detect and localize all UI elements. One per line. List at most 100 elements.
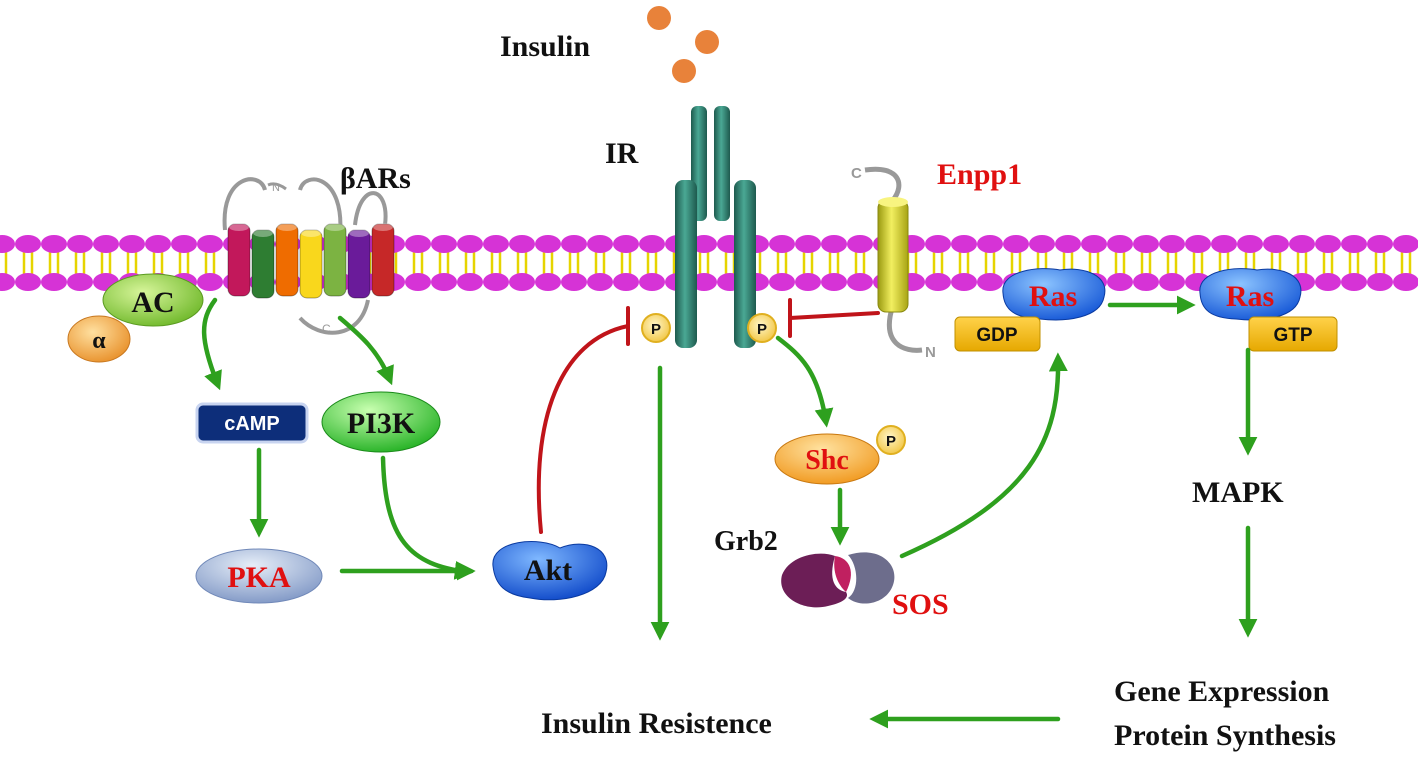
lipid-head — [509, 273, 535, 291]
lipid-head — [1237, 235, 1263, 253]
lipid-head — [535, 273, 561, 291]
lipid-head — [795, 235, 821, 253]
phospho-group: P — [641, 313, 671, 343]
enpp1-receptor — [864, 166, 923, 353]
lipid-head — [1003, 235, 1029, 253]
lipid-head — [1029, 235, 1055, 253]
insulin-label: Insulin — [500, 30, 590, 63]
svg-text:P: P — [757, 321, 767, 338]
receptor-helix-highlight — [277, 223, 297, 231]
lipid-head — [431, 235, 457, 253]
lipid-head — [951, 235, 977, 253]
receptor-helix-highlight — [349, 229, 369, 237]
lipid-head — [431, 273, 457, 291]
lipid-head — [1211, 235, 1237, 253]
receptor-helix — [347, 229, 371, 299]
grb2-sos-complex — [781, 552, 895, 608]
receptor-helix — [299, 229, 323, 299]
alpha-subunit-node — [67, 315, 131, 363]
receptor-helix-highlight — [301, 229, 321, 237]
lipid-head — [925, 273, 951, 291]
pka-node — [195, 548, 323, 604]
lipid-head — [93, 235, 119, 253]
receptor-helix-highlight — [253, 229, 273, 237]
akt-label: Akt — [524, 554, 572, 587]
lipid-head — [0, 273, 15, 291]
lipid-head — [1393, 273, 1418, 291]
ac-node — [102, 273, 204, 327]
lipid-head — [197, 235, 223, 253]
shc-node — [774, 433, 880, 485]
lipid-head — [1081, 235, 1107, 253]
inhibition-enpp1-to-ir — [788, 311, 880, 320]
lipid-head — [795, 273, 821, 291]
arrow-pi3k-to-akt — [380, 455, 474, 580]
ras-gdp-label: Ras — [1029, 280, 1077, 313]
arrow-betaar-to-pi3k — [337, 315, 394, 386]
phospho-group: P — [747, 313, 777, 343]
lipid-head — [847, 273, 873, 291]
lipid-head — [509, 235, 535, 253]
lipid-head — [1159, 273, 1185, 291]
lipid-head — [0, 235, 15, 253]
lipid-head — [67, 273, 93, 291]
lipid-head — [405, 235, 431, 253]
lipid-head — [535, 235, 561, 253]
inhibition-lines — [536, 298, 880, 534]
camp-label: cAMP — [224, 413, 280, 435]
receptor-helix — [251, 229, 275, 299]
mapk-label: MAPK — [1192, 476, 1284, 509]
gdp-tag — [954, 316, 1041, 352]
lipid-head — [197, 273, 223, 291]
lipid-head — [1185, 235, 1211, 253]
lipid-head — [1341, 235, 1367, 253]
insulin-receptor — [675, 106, 756, 348]
lipid-head — [15, 235, 41, 253]
lipid-head — [691, 235, 717, 253]
lipid-head — [1367, 273, 1393, 291]
betaar-n-terminal: N — [272, 182, 280, 194]
lipid-head — [119, 235, 145, 253]
ac-label: AC — [131, 286, 174, 319]
betaars-label: βARs — [340, 162, 411, 195]
ras-gtp-label: Ras — [1226, 280, 1274, 313]
lipid-head — [925, 235, 951, 253]
shc-label: Shc — [805, 445, 849, 476]
arrow-ac-to-camp — [201, 297, 222, 391]
lipid-head — [821, 273, 847, 291]
lipid-head — [1393, 235, 1418, 253]
lipid-head — [977, 235, 1003, 253]
sos-label: SOS — [892, 588, 949, 621]
lipid-head — [1263, 235, 1289, 253]
enpp1-c-terminal: C — [851, 165, 862, 182]
lipid-head — [1133, 273, 1159, 291]
alpha-label: α — [92, 328, 106, 354]
svg-text:P: P — [651, 321, 661, 338]
lipid-head — [951, 273, 977, 291]
lipid-head — [1107, 273, 1133, 291]
receptor-helix-highlight — [325, 223, 345, 231]
lipid-head — [691, 273, 717, 291]
grb2-label: Grb2 — [714, 526, 778, 557]
receptor-helix-highlight — [373, 223, 393, 231]
enpp1-label: Enpp1 — [937, 158, 1022, 191]
receptor-helix — [227, 223, 251, 297]
betaar-c-terminal: C — [322, 322, 331, 336]
lipid-head — [41, 235, 67, 253]
receptor-helix — [275, 223, 299, 297]
activation-arrows — [201, 295, 1258, 729]
lipid-head — [613, 273, 639, 291]
lipid-head — [561, 235, 587, 253]
lipid-head — [41, 273, 67, 291]
gene-expression-label: Gene Expression — [1114, 675, 1330, 708]
arrow-sos-to-ras-gdp — [899, 352, 1068, 559]
ir-label: IR — [605, 137, 639, 170]
lipid-head — [1315, 235, 1341, 253]
svg-text:P: P — [886, 433, 896, 450]
insulin-molecule — [647, 6, 671, 30]
insulin-molecule — [672, 59, 696, 83]
lipid-head — [457, 273, 483, 291]
lipid-head — [171, 235, 197, 253]
gtp-label: GTP — [1273, 325, 1312, 346]
